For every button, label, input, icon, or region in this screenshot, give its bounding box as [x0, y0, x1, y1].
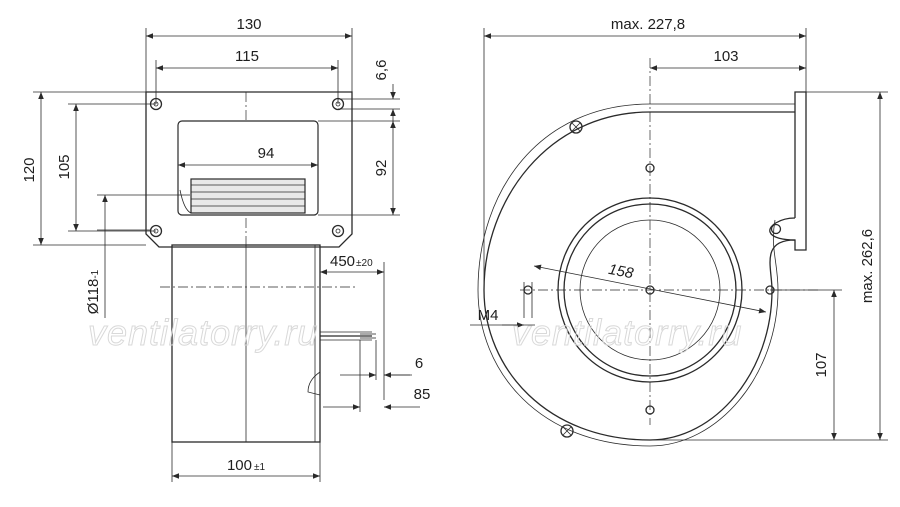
m4-hole [645, 405, 655, 415]
side-view: 130 115 94 120 105 92 6,6 [21, 16, 430, 482]
watermark-right: ventilatorry.ru [512, 312, 742, 353]
dim-label-158: 158 [607, 261, 635, 283]
dim-label-115: 115 [235, 48, 259, 65]
front-view: 158 M4 max. 227,8 103 107 max. 262,6 [470, 16, 888, 447]
screw-bottom-left [560, 424, 574, 438]
m4-hole [645, 163, 655, 173]
volute-housing [483, 91, 807, 441]
dim-label-85: 85 [414, 386, 431, 403]
dim-label-130: 130 [236, 16, 261, 33]
power-cable [320, 331, 376, 341]
dim-label-94: 94 [258, 145, 275, 162]
dim-label-105: 105 [56, 154, 73, 179]
dim-label-92: 92 [373, 160, 390, 177]
dim-label-max-height: max. 262,6 [859, 229, 876, 303]
dim-label-100: 100±1 [227, 457, 266, 474]
dim-label-103: 103 [713, 48, 738, 65]
mounting-hole [331, 224, 345, 238]
dim-label-m4: M4 [478, 307, 499, 324]
dim-label-diameter: Ø118-1 [85, 269, 102, 314]
watermark-left: ventilatorry.ru [88, 312, 318, 353]
dim-label-6-6: 6,6 [373, 60, 390, 81]
dim-label-max-width: max. 227,8 [611, 16, 685, 33]
screw-top-left [569, 120, 583, 134]
m4-hole [523, 282, 533, 318]
dim-label-107: 107 [813, 352, 830, 377]
dim-label-120: 120 [21, 157, 38, 182]
dim-label-6: 6 [415, 355, 423, 372]
dim-label-450: 450±20 [330, 253, 373, 270]
